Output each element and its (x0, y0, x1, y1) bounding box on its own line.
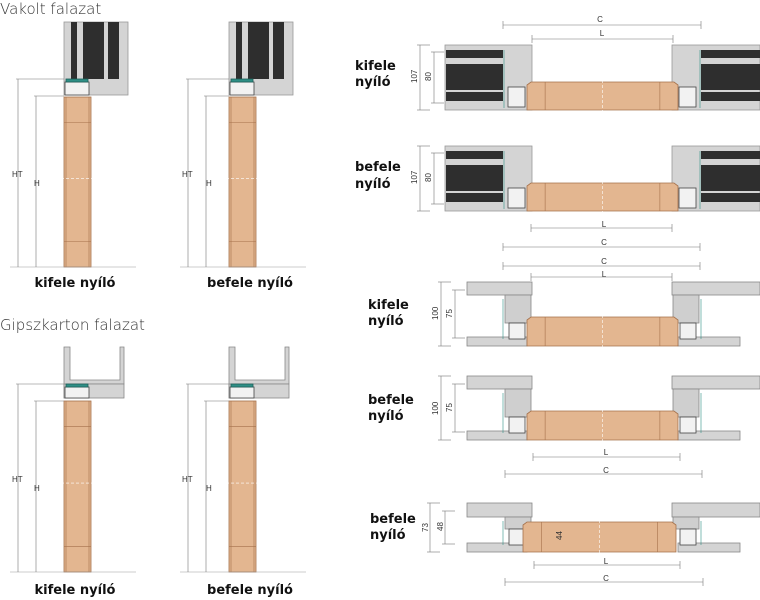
section-label: nyíló (368, 314, 404, 329)
masonry-panel (71, 22, 77, 79)
frame-profile (229, 386, 255, 399)
masonry-panel (701, 151, 760, 159)
wall-studs (504, 388, 532, 418)
frame-profile (508, 416, 526, 434)
gypsum-board (671, 375, 760, 390)
dim-c: C (603, 574, 609, 583)
dim-inner: 75 (445, 403, 454, 412)
dim-inner: 75 (445, 309, 454, 318)
masonry-panel (701, 193, 760, 202)
dim-c: C (601, 238, 607, 247)
dim-ht: HT (182, 475, 193, 484)
dim-l: L (604, 448, 609, 457)
gypsum-board (466, 502, 533, 518)
frame-profile (64, 81, 90, 96)
frame-profile (679, 416, 697, 434)
masonry-panel (701, 165, 760, 191)
section-label: befele (355, 160, 401, 175)
dim-l: L (602, 270, 607, 279)
seal (65, 383, 89, 388)
gypsum-board (671, 502, 760, 518)
door-leaf (228, 400, 257, 573)
masonry-panel (446, 64, 503, 90)
masonry-panel (248, 22, 269, 79)
wall-studs (672, 388, 700, 418)
masonry-panel (446, 151, 503, 159)
seal (230, 78, 254, 83)
door-leaf (63, 400, 92, 573)
door-leaf (228, 96, 257, 268)
masonry-panel (701, 64, 760, 90)
masonry-panel (446, 165, 503, 191)
masonry-panel (446, 193, 503, 202)
dim-outer: 107 (410, 170, 419, 184)
plaster-wall-title: Vakolt falazat (0, 0, 101, 18)
dim-l: L (600, 29, 605, 38)
masonry-panel (236, 22, 242, 79)
dim-outer: 107 (410, 69, 419, 83)
dim-leaf-thickness: 44 (555, 531, 564, 540)
masonry-panel (701, 50, 760, 58)
dim-c: C (597, 15, 603, 24)
diagram-shapes (10, 21, 760, 586)
dim-h: H (206, 179, 212, 188)
caption-outward: kifele nyíló (35, 583, 116, 598)
dim-h: H (34, 484, 40, 493)
section-label: kifele (368, 298, 409, 313)
dim-ht: HT (182, 170, 193, 179)
wall-studs (504, 294, 532, 324)
gypsum-board (671, 281, 760, 296)
dim-l: L (604, 557, 609, 566)
masonry-panel (446, 50, 503, 58)
frame-profile (64, 386, 90, 399)
wall-studs (672, 516, 700, 530)
masonry-panel (273, 22, 284, 79)
dim-l: L (602, 220, 607, 229)
gypsum-board (466, 281, 533, 296)
masonry-panel (446, 92, 503, 101)
frame-profile (508, 322, 526, 340)
dim-ht: HT (12, 170, 23, 179)
section-label: befele (368, 393, 414, 408)
frame-profile (507, 86, 526, 108)
section-label: nyíló (368, 409, 404, 424)
dim-inner: 80 (424, 173, 433, 182)
dim-c: C (603, 466, 609, 475)
caption-inward: befele nyíló (207, 276, 293, 291)
section-label: nyíló (355, 75, 391, 90)
seal (230, 383, 254, 388)
caption-inward: befele nyíló (207, 583, 293, 598)
masonry-panel (108, 22, 119, 79)
dim-ht: HT (12, 475, 23, 484)
frame-profile (507, 187, 526, 209)
dim-h: H (34, 179, 40, 188)
frame-profile (678, 187, 697, 209)
section-label: nyíló (370, 528, 406, 543)
gypsum-wall-title: Gipszkarton falazat (0, 316, 145, 334)
section-label: befele (370, 512, 416, 527)
dim-h: H (206, 484, 212, 493)
frame-profile (679, 322, 697, 340)
seal (65, 78, 89, 83)
frame-profile (679, 528, 697, 546)
gypsum-board (466, 375, 533, 390)
dim-outer: 73 (421, 523, 430, 532)
dim-inner: 80 (424, 72, 433, 81)
dim-outer: 100 (431, 401, 440, 415)
dim-c: C (601, 257, 607, 266)
caption-outward: kifele nyíló (35, 276, 116, 291)
door-leaf (63, 96, 92, 268)
masonry-panel (701, 92, 760, 101)
wall-studs (672, 294, 700, 324)
frame-profile (229, 81, 255, 96)
masonry-panel (83, 22, 104, 79)
dim-outer: 100 (431, 306, 440, 320)
frame-profile (678, 86, 697, 108)
section-label: nyíló (355, 177, 391, 192)
dim-inner: 48 (436, 522, 445, 531)
gypsum-board (677, 542, 741, 553)
section-label: kifele (355, 59, 396, 74)
